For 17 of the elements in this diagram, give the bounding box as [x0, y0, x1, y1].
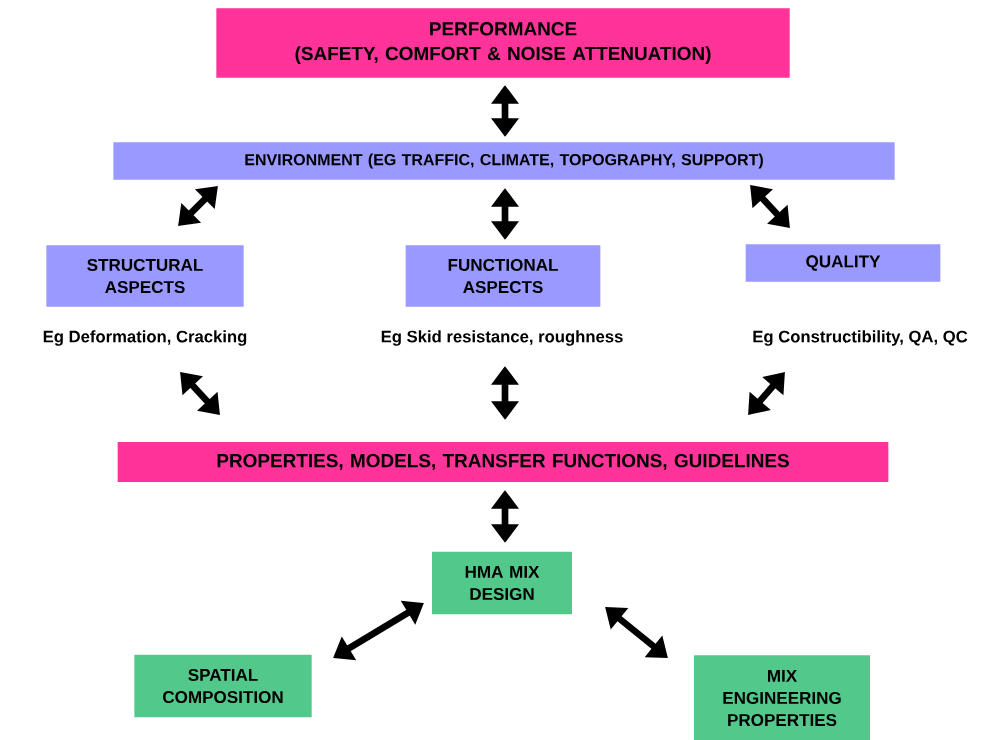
double-arrow	[180, 372, 220, 415]
aspect-box: QUALITY	[745, 244, 941, 282]
double-arrow	[750, 185, 790, 228]
example-text: Eg Constructibility, QA, QC	[753, 330, 968, 346]
aspect-box: FUNCTIONAL ASPECTS	[405, 245, 601, 307]
example-text: Eg Skid resistance, roughness	[381, 330, 623, 346]
design-box: MIX ENGINEERING PROPERTIES	[694, 655, 870, 740]
title-box: PERFORMANCE (SAFETY, COMFORT & NOISE ATTENUATION)	[216, 8, 790, 78]
double-arrow	[178, 186, 218, 226]
design-box: SPATIAL COMPOSITION	[134, 654, 312, 718]
design-box: HMA MIX DESIGN	[432, 551, 572, 615]
aspect-box: STRUCTURAL ASPECTS	[46, 245, 244, 307]
banner-box: ENVIRONMENT (EG TRAFFIC, CLIMATE, TOPOGRAPHY, SUPPORT)	[113, 142, 895, 180]
double-arrow	[605, 607, 668, 658]
double-arrow	[748, 372, 785, 415]
banner-box: PROPERTIES, MODELS, TRANSFER FUNCTIONS, GUIDELINES	[117, 442, 889, 482]
example-text: Eg Deformation, Cracking	[43, 330, 247, 346]
